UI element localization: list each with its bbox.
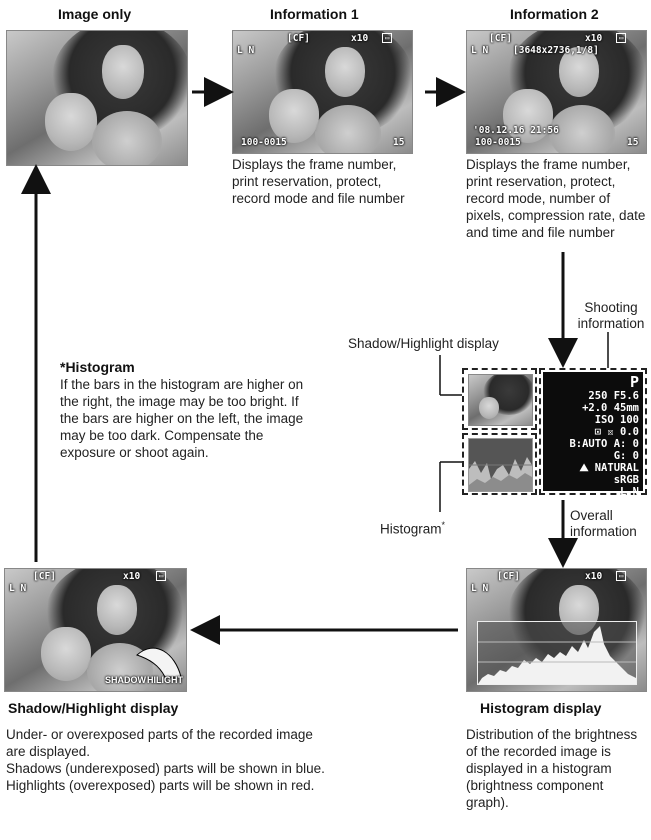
title-information2: Information 2 xyxy=(510,6,599,22)
card-indicator: [CF] xyxy=(33,571,56,582)
file-number: 100-0015 xyxy=(241,137,287,148)
record-mode: L N xyxy=(471,45,489,56)
shooting-info-panel: P 250 F5.6 +2.0 45mm ISO 100 ⊡ ☒ 0.0 B:A… xyxy=(543,372,643,498)
shooting-mode: P xyxy=(629,373,639,391)
print-qty: x10 xyxy=(585,33,603,44)
title-image-only: Image only xyxy=(58,6,132,22)
histogram-graph xyxy=(478,626,636,684)
print-qty: x10 xyxy=(123,571,141,582)
card-indicator: [CF] xyxy=(497,571,520,582)
card-indicator: [CF] xyxy=(287,33,310,44)
shooting-line-5: B:AUTO A: 0 xyxy=(569,438,639,450)
photo-arm xyxy=(549,105,615,153)
desc-shadow-highlight-1: Under- or overexposed parts of the recor… xyxy=(6,727,313,759)
mini-photo xyxy=(468,374,533,426)
card-indicator: [CF] xyxy=(489,33,512,44)
title-shadow-highlight: Shadow/Highlight display xyxy=(8,700,179,716)
photo-baby-face xyxy=(503,89,553,143)
photo-face xyxy=(325,47,365,97)
shooting-info-frame xyxy=(539,368,647,495)
callout-histogram-star: * xyxy=(441,520,446,530)
shooting-line-4: ⊡ ☒ 0.0 xyxy=(594,426,639,438)
print-qty: x10 xyxy=(351,33,369,44)
screen-histogram: [CF] x10 ▭ L N xyxy=(466,568,647,692)
photo-baby-face xyxy=(45,93,97,151)
desc-information2: Displays the frame number, print reserva… xyxy=(466,157,646,240)
hilight-label: HILIGHT xyxy=(147,675,183,685)
photo-arm xyxy=(92,111,162,165)
desc-shadow-highlight: Under- or overexposed parts of the recor… xyxy=(6,726,326,794)
record-mode: L N xyxy=(471,583,489,594)
shadow-highlight-mini-frame xyxy=(462,368,537,430)
shadow-label: SHADOW xyxy=(105,675,146,685)
histogram-overlay xyxy=(477,621,637,685)
callout-histogram: Histogram* xyxy=(380,517,445,538)
screen-information2: [CF] x10 ▭ L N [3648x2736,1/8] '08.12.16… xyxy=(466,30,647,154)
protect-icon: ▭ xyxy=(616,571,627,581)
callout-overall-information: Overall information xyxy=(570,508,637,539)
title-information1: Information 1 xyxy=(270,6,359,22)
callout-histogram-text: Histogram xyxy=(380,521,442,537)
photo-arm xyxy=(315,105,381,153)
shooting-line-9: L N xyxy=(620,486,639,498)
histogram-mini-graph xyxy=(469,457,532,491)
desc-shadow-highlight-2: Shadows (underexposed) parts will be sho… xyxy=(6,761,325,776)
protect-icon: ▭ xyxy=(156,571,167,581)
shooting-line-1: 250 F5.6 xyxy=(588,390,639,402)
screen-information1: [CF] x10 ▭ L N 100-0015 15 xyxy=(232,30,413,154)
histogram-note-text: If the bars in the histogram are higher … xyxy=(60,377,304,460)
photo-baby-face xyxy=(41,627,91,681)
photo-baby-face xyxy=(269,89,319,143)
title-histogram-display: Histogram display xyxy=(480,700,602,716)
photo-face xyxy=(102,45,144,99)
photo-face xyxy=(97,585,137,635)
record-mode: L N xyxy=(237,45,255,56)
frame-number: 15 xyxy=(627,137,639,148)
shooting-line-7: ⛰ NATURAL xyxy=(579,462,639,474)
shooting-line-6: G: 0 xyxy=(613,450,639,462)
callout-shooting-information: Shooting information xyxy=(577,300,645,331)
shooting-line-8: sRGB xyxy=(613,474,639,486)
histogram-mini-frame xyxy=(462,433,537,495)
histogram-mini xyxy=(468,438,533,492)
shooting-line-2: +2.0 45mm xyxy=(582,402,639,414)
frame-number: 15 xyxy=(393,137,405,148)
file-number: 100-0015 xyxy=(475,137,521,148)
protect-icon: ▭ xyxy=(382,33,393,43)
histogram-note: *Histogram If the bars in the histogram … xyxy=(60,358,310,461)
desc-histogram-display: Distribution of the brightness of the re… xyxy=(466,727,638,810)
print-qty: x10 xyxy=(585,571,603,582)
protect-icon: ▭ xyxy=(616,33,627,43)
date-time: '08.12.16 21:56 xyxy=(473,125,559,136)
record-mode: L N xyxy=(9,583,27,594)
desc-information1: Displays the frame number, print reserva… xyxy=(232,157,405,206)
shooting-line-3: ISO 100 xyxy=(594,414,639,426)
pixel-count: [3648x2736,1/8] xyxy=(513,45,599,56)
callout-shadow-highlight: Shadow/Highlight display xyxy=(348,336,499,351)
screen-shadow-highlight: [CF] x10 ▭ L N SHADOW HILIGHT xyxy=(4,568,187,692)
desc-shadow-highlight-3: Highlights (overexposed) parts will be s… xyxy=(6,778,315,793)
highlight-outline xyxy=(136,647,182,678)
photo-face xyxy=(559,47,599,97)
screen-image-only xyxy=(6,30,188,166)
photo-baby-face xyxy=(479,397,499,419)
histogram-note-heading: *Histogram xyxy=(60,359,135,375)
